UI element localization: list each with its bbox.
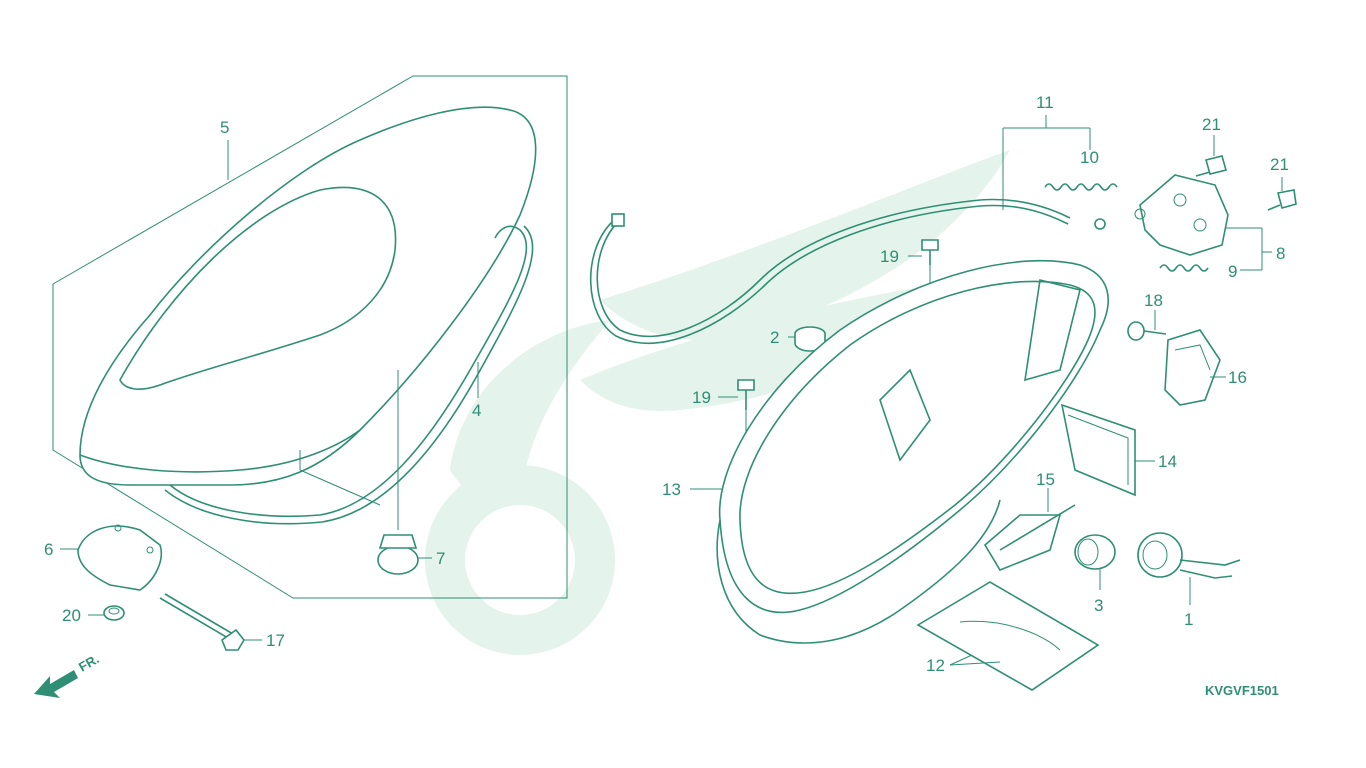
seat-lock-cable-part-11[interactable] [589,115,1106,344]
callout-21b: 21 [1270,155,1289,174]
bolt-part-21a[interactable] [1195,135,1227,177]
callout-15: 15 [1036,470,1055,489]
callout-20: 20 [62,606,81,625]
leader-12 [949,654,973,666]
callout-17: 17 [266,631,285,650]
callout-18: 18 [1144,291,1163,310]
callout-1: 1 [1184,610,1193,629]
watermark-logo [425,150,1010,655]
callout-4: 4 [472,401,481,420]
spring-part-9[interactable] [1159,264,1209,272]
seat-seal-part-4[interactable] [164,225,534,525]
callout-13: 13 [662,480,681,499]
seat-group-outline [52,75,568,599]
callout-8: 8 [1276,244,1285,263]
direction-label: FR. [76,651,102,674]
front-direction-arrow: FR. [34,651,102,698]
callout-3: 3 [1094,596,1103,615]
cover-part-16[interactable] [1164,329,1226,406]
callout-21a: 21 [1202,115,1221,134]
socket-part-1[interactable] [1137,532,1241,605]
luggage-box-part-13[interactable] [690,259,1109,644]
socket-part-3[interactable] [1074,534,1116,590]
callout-9: 9 [1228,262,1237,281]
callout-12: 12 [926,656,945,675]
callout-19a: 19 [880,247,899,266]
callout-2: 2 [770,328,779,347]
callout-19b: 19 [692,388,711,407]
light-part-15[interactable] [983,488,1076,571]
callout-16: 16 [1228,368,1247,387]
callout-11: 11 [1036,93,1054,112]
seat-latch-part-8[interactable] [1134,174,1272,271]
diagram-code: KVGVF1501 [1205,683,1279,698]
plate-part-14[interactable] [1060,403,1155,497]
nut-part-20[interactable] [103,605,125,621]
seat-damper-part-7[interactable] [377,370,419,575]
bolt-part-21b[interactable] [1267,177,1297,211]
callout-14: 14 [1158,452,1177,471]
cap-part-2[interactable] [788,326,826,352]
bolt-part-17[interactable] [159,593,245,651]
callout-6: 6 [44,540,53,559]
callout-5: 5 [220,118,229,137]
callout-7: 7 [436,549,445,568]
callout-10: 10 [1080,148,1099,167]
spring-part-10[interactable] [1044,183,1118,191]
screw-part-18[interactable] [1127,310,1167,341]
seat-part-5[interactable] [79,106,537,506]
seat-hinge-part-6[interactable] [77,524,162,591]
manual-part-12[interactable] [916,581,1100,691]
